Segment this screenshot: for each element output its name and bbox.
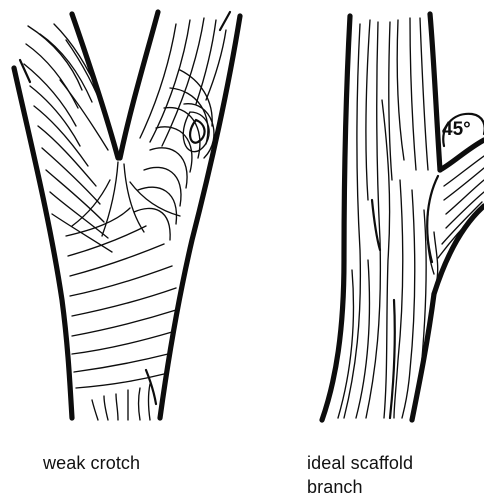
weak-crotch-right-edge: [160, 16, 240, 418]
scaffold-trunk-right-edge-upper: [430, 14, 440, 170]
scaffold-branch-lower-edge: [434, 206, 484, 294]
ideal-scaffold-caption: ideal scaffold branch: [307, 451, 477, 499]
ideal-scaffold-drawing: 45°: [322, 14, 484, 420]
scaffold-branch-grain: [427, 156, 484, 284]
ideal-scaffold-caption-line2: branch: [307, 475, 477, 499]
ideal-scaffold-caption-line1: ideal scaffold: [307, 451, 477, 475]
scaffold-trunk-grain: [338, 18, 428, 418]
scaffold-branch-upper-edge: [440, 140, 484, 170]
left-stem-grain: [24, 24, 112, 252]
scaffold-trunk-left-edge: [322, 16, 350, 420]
weak-crotch-caption: weak crotch: [43, 451, 223, 475]
angle-label: 45°: [442, 119, 471, 140]
scaffold-trunk-right-edge-lower: [412, 294, 434, 420]
weak-crotch-drawing: [14, 12, 240, 420]
